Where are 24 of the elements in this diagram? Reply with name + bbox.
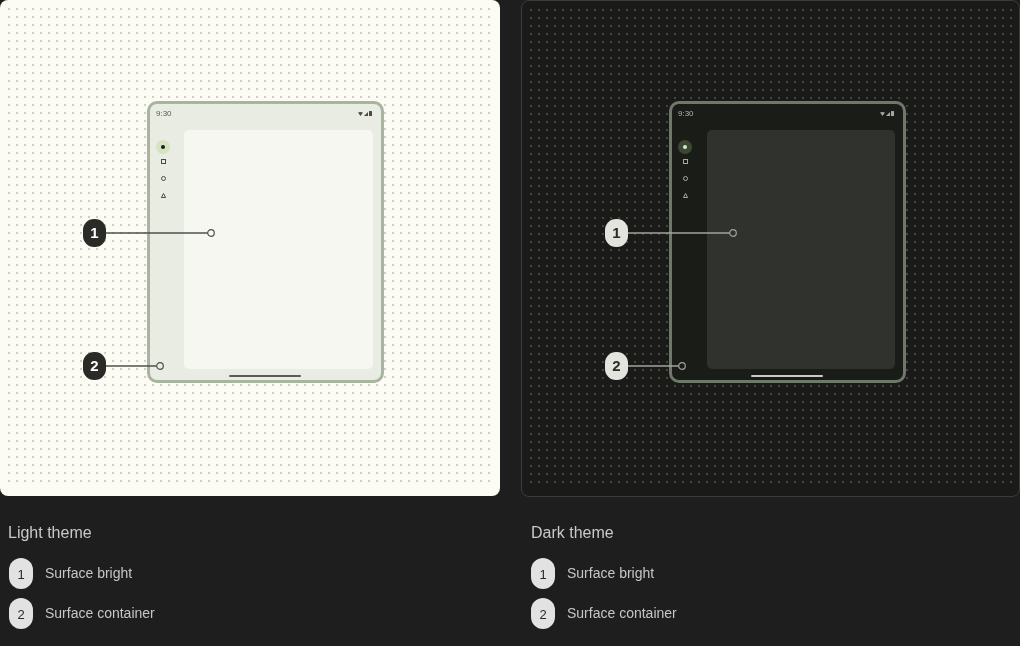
callout-number: 1 [605,219,628,247]
tablet-frame [147,101,384,383]
leader-line [105,229,215,237]
callout-number: 1 [83,219,106,247]
legend-text: Surface bright [45,564,133,582]
leader-line [105,362,164,370]
callout-number: 1 [531,558,555,589]
content-pane [184,130,373,369]
callout-number: 2 [9,598,33,629]
leader-line [627,229,737,237]
callout-number: 1 [9,558,33,589]
theme-heading: Light theme [8,523,92,543]
theme-heading: Dark theme [531,523,614,543]
callout-number: 2 [605,352,628,380]
content-pane [707,130,895,369]
callout-number: 2 [531,598,555,629]
status-time: 9:30 [678,109,694,118]
callout-number: 2 [83,352,106,380]
leader-line [627,362,686,370]
status-time: 9:30 [156,109,172,118]
tablet-frame [669,101,906,383]
legend-text: Surface container [45,604,155,622]
legend-text: Surface container [567,604,677,622]
legend-text: Surface bright [567,564,655,582]
